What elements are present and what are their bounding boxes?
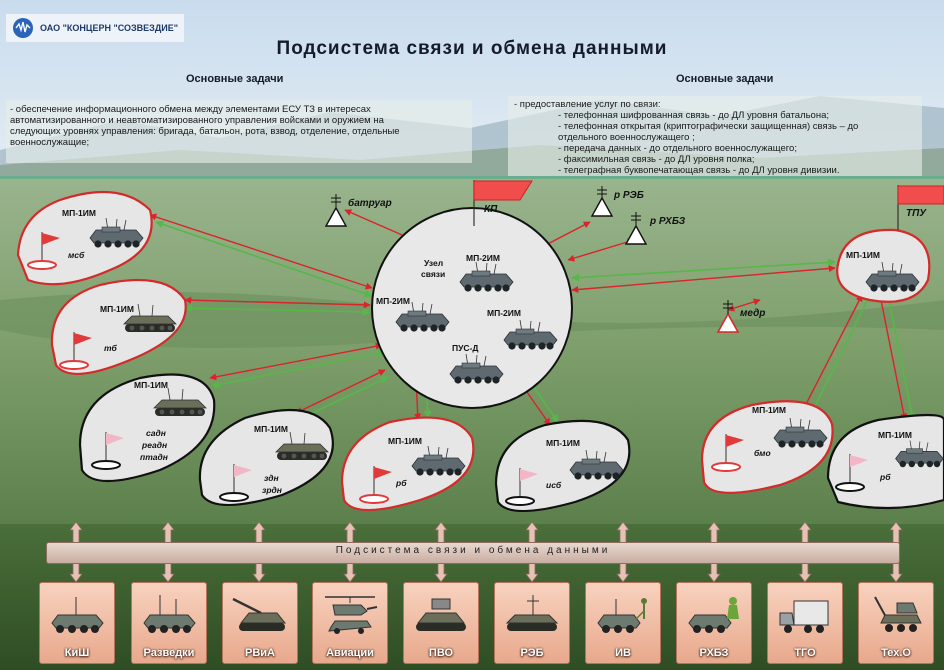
armored-vehicle-icon — [51, 597, 104, 633]
data-exchange-bus: Подсистема связи и обмена данными — [46, 542, 900, 564]
subsystem-label: ТГО — [794, 647, 816, 659]
company-name: ОАО "КОНЦЕРН "СОЗВЕЗДИЕ" — [40, 23, 178, 33]
node-tpu-vehicle: МП-1ИМ — [846, 250, 880, 260]
node-msb-unit: мсб — [68, 250, 85, 260]
node-rb2-vehicle: МП-1ИМ — [878, 430, 912, 440]
subsystem-tile-iv: ИВ — [585, 582, 661, 664]
hub-vehicle-label: МП-2ИМ — [466, 253, 500, 263]
subsystem-tile-pvo: ПВО — [403, 582, 479, 664]
subsystem-label: Разведки — [143, 647, 195, 659]
hub-vehicle-label: МП-2ИМ — [487, 308, 521, 318]
rhbz-label: р РХБЗ — [650, 216, 686, 227]
kp-label: КП — [484, 204, 498, 215]
subsystem-label: КиШ — [64, 647, 90, 659]
node-isb-unit: исб — [546, 480, 562, 490]
chemical-defense-icon — [688, 597, 739, 633]
node-sadn-unit: садн — [146, 428, 166, 438]
subsystem-tile-kish: КиШ — [39, 582, 115, 664]
subsystem-label: Тех.О — [881, 647, 911, 659]
subsystem-tile-teho: Тех.О — [858, 582, 934, 664]
left-tasks-heading: Основные задачи — [186, 73, 284, 85]
hub-vehicle-label: МП-2ИМ — [376, 296, 410, 306]
subsystem-label: РВиА — [245, 647, 275, 659]
bus-label: Подсистема связи и обмена данными — [335, 545, 611, 556]
reb-marker-icon — [590, 186, 614, 217]
node-rb1-vehicle: МП-1ИМ — [388, 436, 422, 446]
tpu-label: ТПУ — [906, 208, 927, 219]
right-task-line: - телефонная шифрованная связь - до ДЛ у… — [558, 110, 830, 121]
engineering-icon — [597, 598, 647, 633]
recovery-vehicle-icon — [874, 596, 922, 632]
subsystem-tile-rhbz: РХБЗ — [676, 582, 752, 664]
left-task-line: автоматизированного и неавтоматизированн… — [10, 115, 384, 126]
unit-flags — [27, 232, 868, 506]
recon-vehicle-icon — [143, 595, 196, 633]
hub-title-line1: Узел — [424, 258, 444, 268]
air-defense-icon — [416, 598, 466, 631]
node-tb-shape — [50, 278, 187, 375]
left-task-line: военнослужащие; — [10, 137, 90, 148]
hub-title-line2: связи — [421, 269, 446, 279]
supply-truck-icon — [779, 600, 829, 633]
node-zdn-vehicle: МП-1ИМ — [254, 424, 288, 434]
subsystem-tile-aviation: Авиации — [312, 582, 388, 664]
medr-marker-icon — [716, 300, 740, 333]
node-bmo-vehicle: МП-1ИМ — [752, 405, 786, 415]
node-sadn-vehicle: МП-1ИМ — [134, 380, 168, 390]
node-zdn-shape — [198, 408, 334, 507]
node-rb2-unit: рб — [880, 472, 891, 482]
subsystem-tile-recon: Разведки — [131, 582, 207, 664]
node-rb1-unit: рб — [396, 478, 407, 488]
node-sadn-unit: птадн — [140, 452, 168, 462]
green-links — [155, 220, 916, 423]
node-msb-vehicle: МП-1ИМ — [62, 208, 96, 218]
node-isb-shape — [494, 419, 631, 513]
constellation-logo-icon — [13, 18, 33, 38]
subsystem-tile-rvia: РВиА — [222, 582, 298, 664]
reb-label: р РЭБ — [614, 190, 644, 201]
left-tasks-text: - обеспечение информационного обмена меж… — [6, 100, 472, 163]
right-task-line: отдельного военнослужащего ; — [558, 132, 695, 143]
company-logo: ОАО "КОНЦЕРН "СОЗВЕЗДИЕ" — [6, 14, 184, 42]
batruar-marker-icon — [324, 194, 348, 227]
medr-label: медр — [740, 308, 766, 319]
rhbz-marker-icon — [624, 212, 648, 245]
node-bmo-unit: бмо — [754, 448, 771, 458]
subsystem-label: РЭБ — [520, 647, 544, 659]
right-task-line: - передача данных - до отдельного военно… — [558, 143, 797, 154]
subsystem-tile-tgo: ТГО — [767, 582, 843, 664]
right-task-line: - телеграфная буквопечатающая связь - до… — [558, 165, 840, 176]
node-tb-vehicle: МП-1ИМ — [100, 304, 134, 314]
kp-flag-icon — [473, 180, 533, 226]
batruar-label: батруар — [348, 198, 392, 209]
node-isb-vehicle: МП-1ИМ — [546, 438, 580, 448]
right-task-line: - факсимильная связь - до ДЛ уровня полк… — [558, 154, 755, 165]
node-zdn-unit: здн — [264, 473, 279, 483]
subsystem-label: РХБЗ — [699, 647, 729, 659]
right-tasks-text: - предоставление услуг по связи: - телеф… — [508, 96, 922, 176]
helicopter-icon — [325, 596, 378, 634]
right-task-line: - телефонная открытая (криптографически … — [558, 121, 859, 132]
left-task-line: - обеспечение информационного обмена меж… — [10, 104, 371, 115]
communications-hub — [371, 207, 573, 409]
node-sadn-unit: реадн — [142, 440, 168, 450]
node-zdn-unit: зрдн — [262, 485, 282, 495]
artillery-icon — [232, 597, 287, 631]
ew-vehicle-icon — [505, 595, 559, 631]
right-task-line: - предоставление услуг по связи: — [514, 99, 661, 110]
page-title: Подсистема связи и обмена данными — [276, 38, 668, 59]
node-rb1-shape — [340, 416, 475, 512]
right-tasks-heading: Основные задачи — [676, 73, 774, 85]
subsystem-label: Авиации — [326, 647, 374, 659]
left-task-line: следующих уровнях управления: бригада, б… — [10, 126, 400, 137]
node-tb-unit: тб — [104, 343, 117, 353]
tpu-flag-icon — [897, 185, 944, 230]
subsystem-label: ПВО — [428, 647, 454, 659]
subsystem-tile-reb: РЭБ — [494, 582, 570, 664]
subsystem-label: ИВ — [615, 647, 631, 659]
hub-vehicle-label: ПУС-Д — [452, 343, 479, 353]
